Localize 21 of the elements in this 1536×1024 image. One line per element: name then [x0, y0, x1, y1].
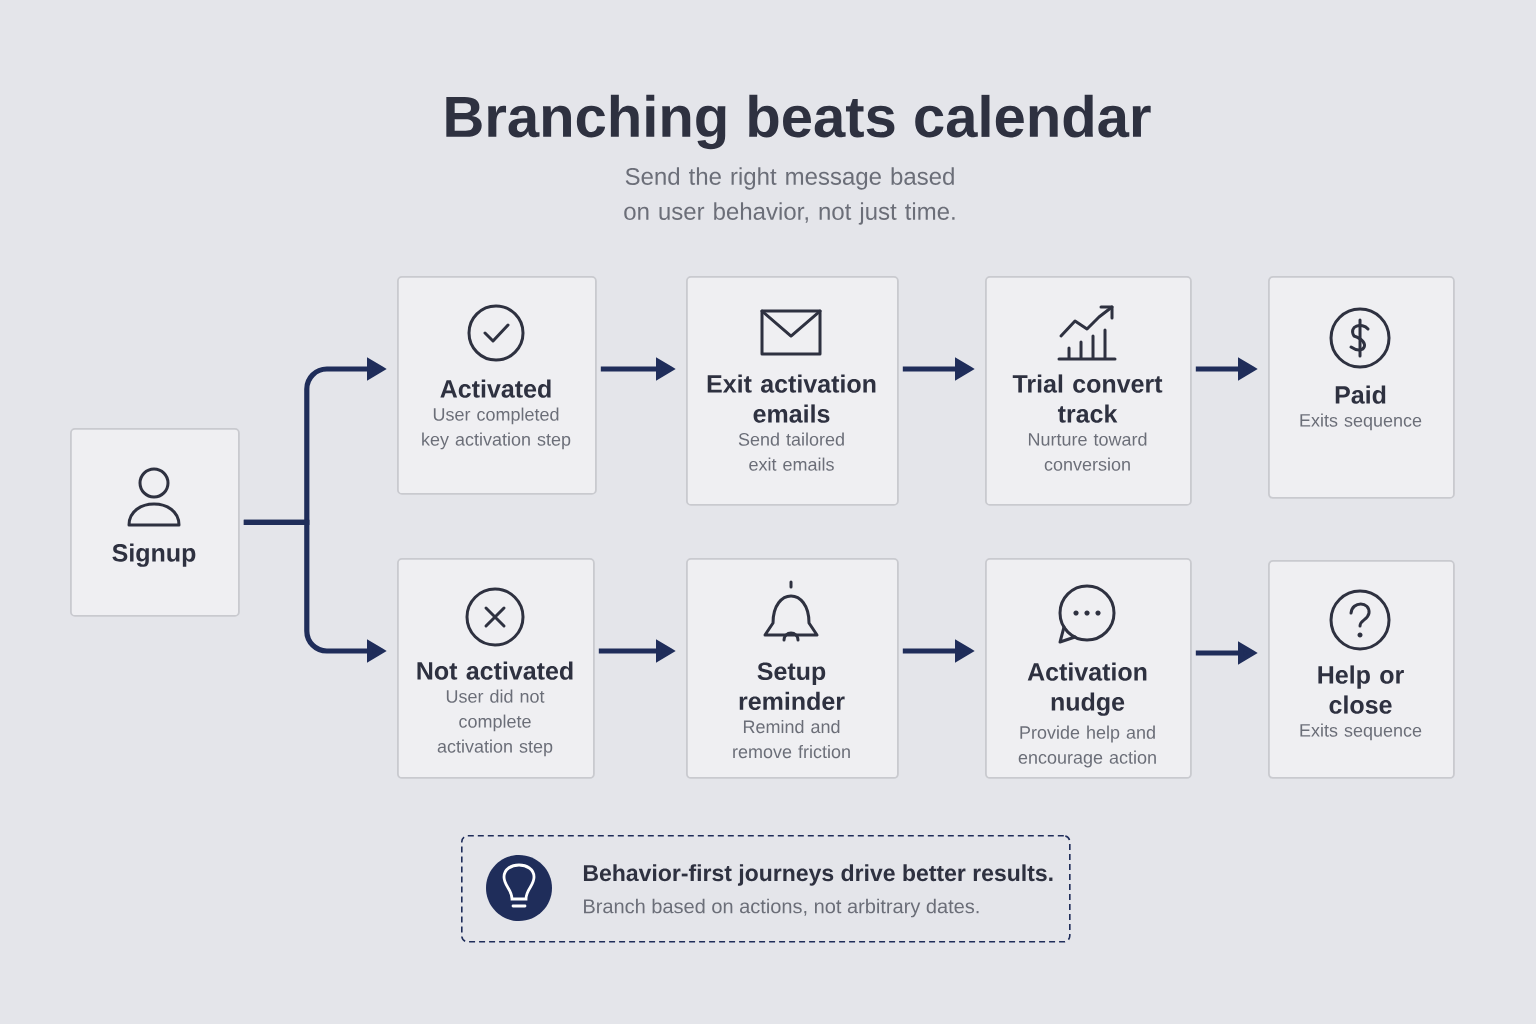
- card-title: Help or close: [1318, 665, 1404, 714]
- card-title: Activation nudge: [1027, 662, 1147, 716]
- card-description: Exits sequence: [1300, 413, 1422, 431]
- card-description: Remind and remove friction: [733, 719, 850, 759]
- card-description: User did not complete activation step: [437, 689, 553, 757]
- card-title: Activated: [440, 379, 551, 398]
- card-title: Signup: [112, 543, 196, 567]
- callout-text: Branch based on actions, not arbitrary dates.: [584, 898, 979, 918]
- card-description: Exits sequence: [1300, 723, 1422, 741]
- card-title: Exit activation emails: [707, 374, 876, 423]
- card-title: Setup reminder: [739, 662, 845, 711]
- subtitle: Send the right message based on user behavior, not just time.: [624, 167, 955, 225]
- callout-heading: Behavior-first journeys drive better results.: [583, 864, 1053, 886]
- card-description: Provide help and encourage action: [1018, 725, 1156, 768]
- card-description: Send tailored exit emails: [738, 432, 844, 471]
- card-title: Not activated: [417, 661, 573, 680]
- card-description: User completed key activation step: [422, 407, 571, 450]
- card-title: Trial convert track: [1012, 374, 1163, 423]
- card-title: Paid: [1335, 385, 1386, 404]
- card-description: Nurture toward conversion: [1028, 432, 1147, 471]
- title: Branching beats calendar: [446, 94, 1151, 150]
